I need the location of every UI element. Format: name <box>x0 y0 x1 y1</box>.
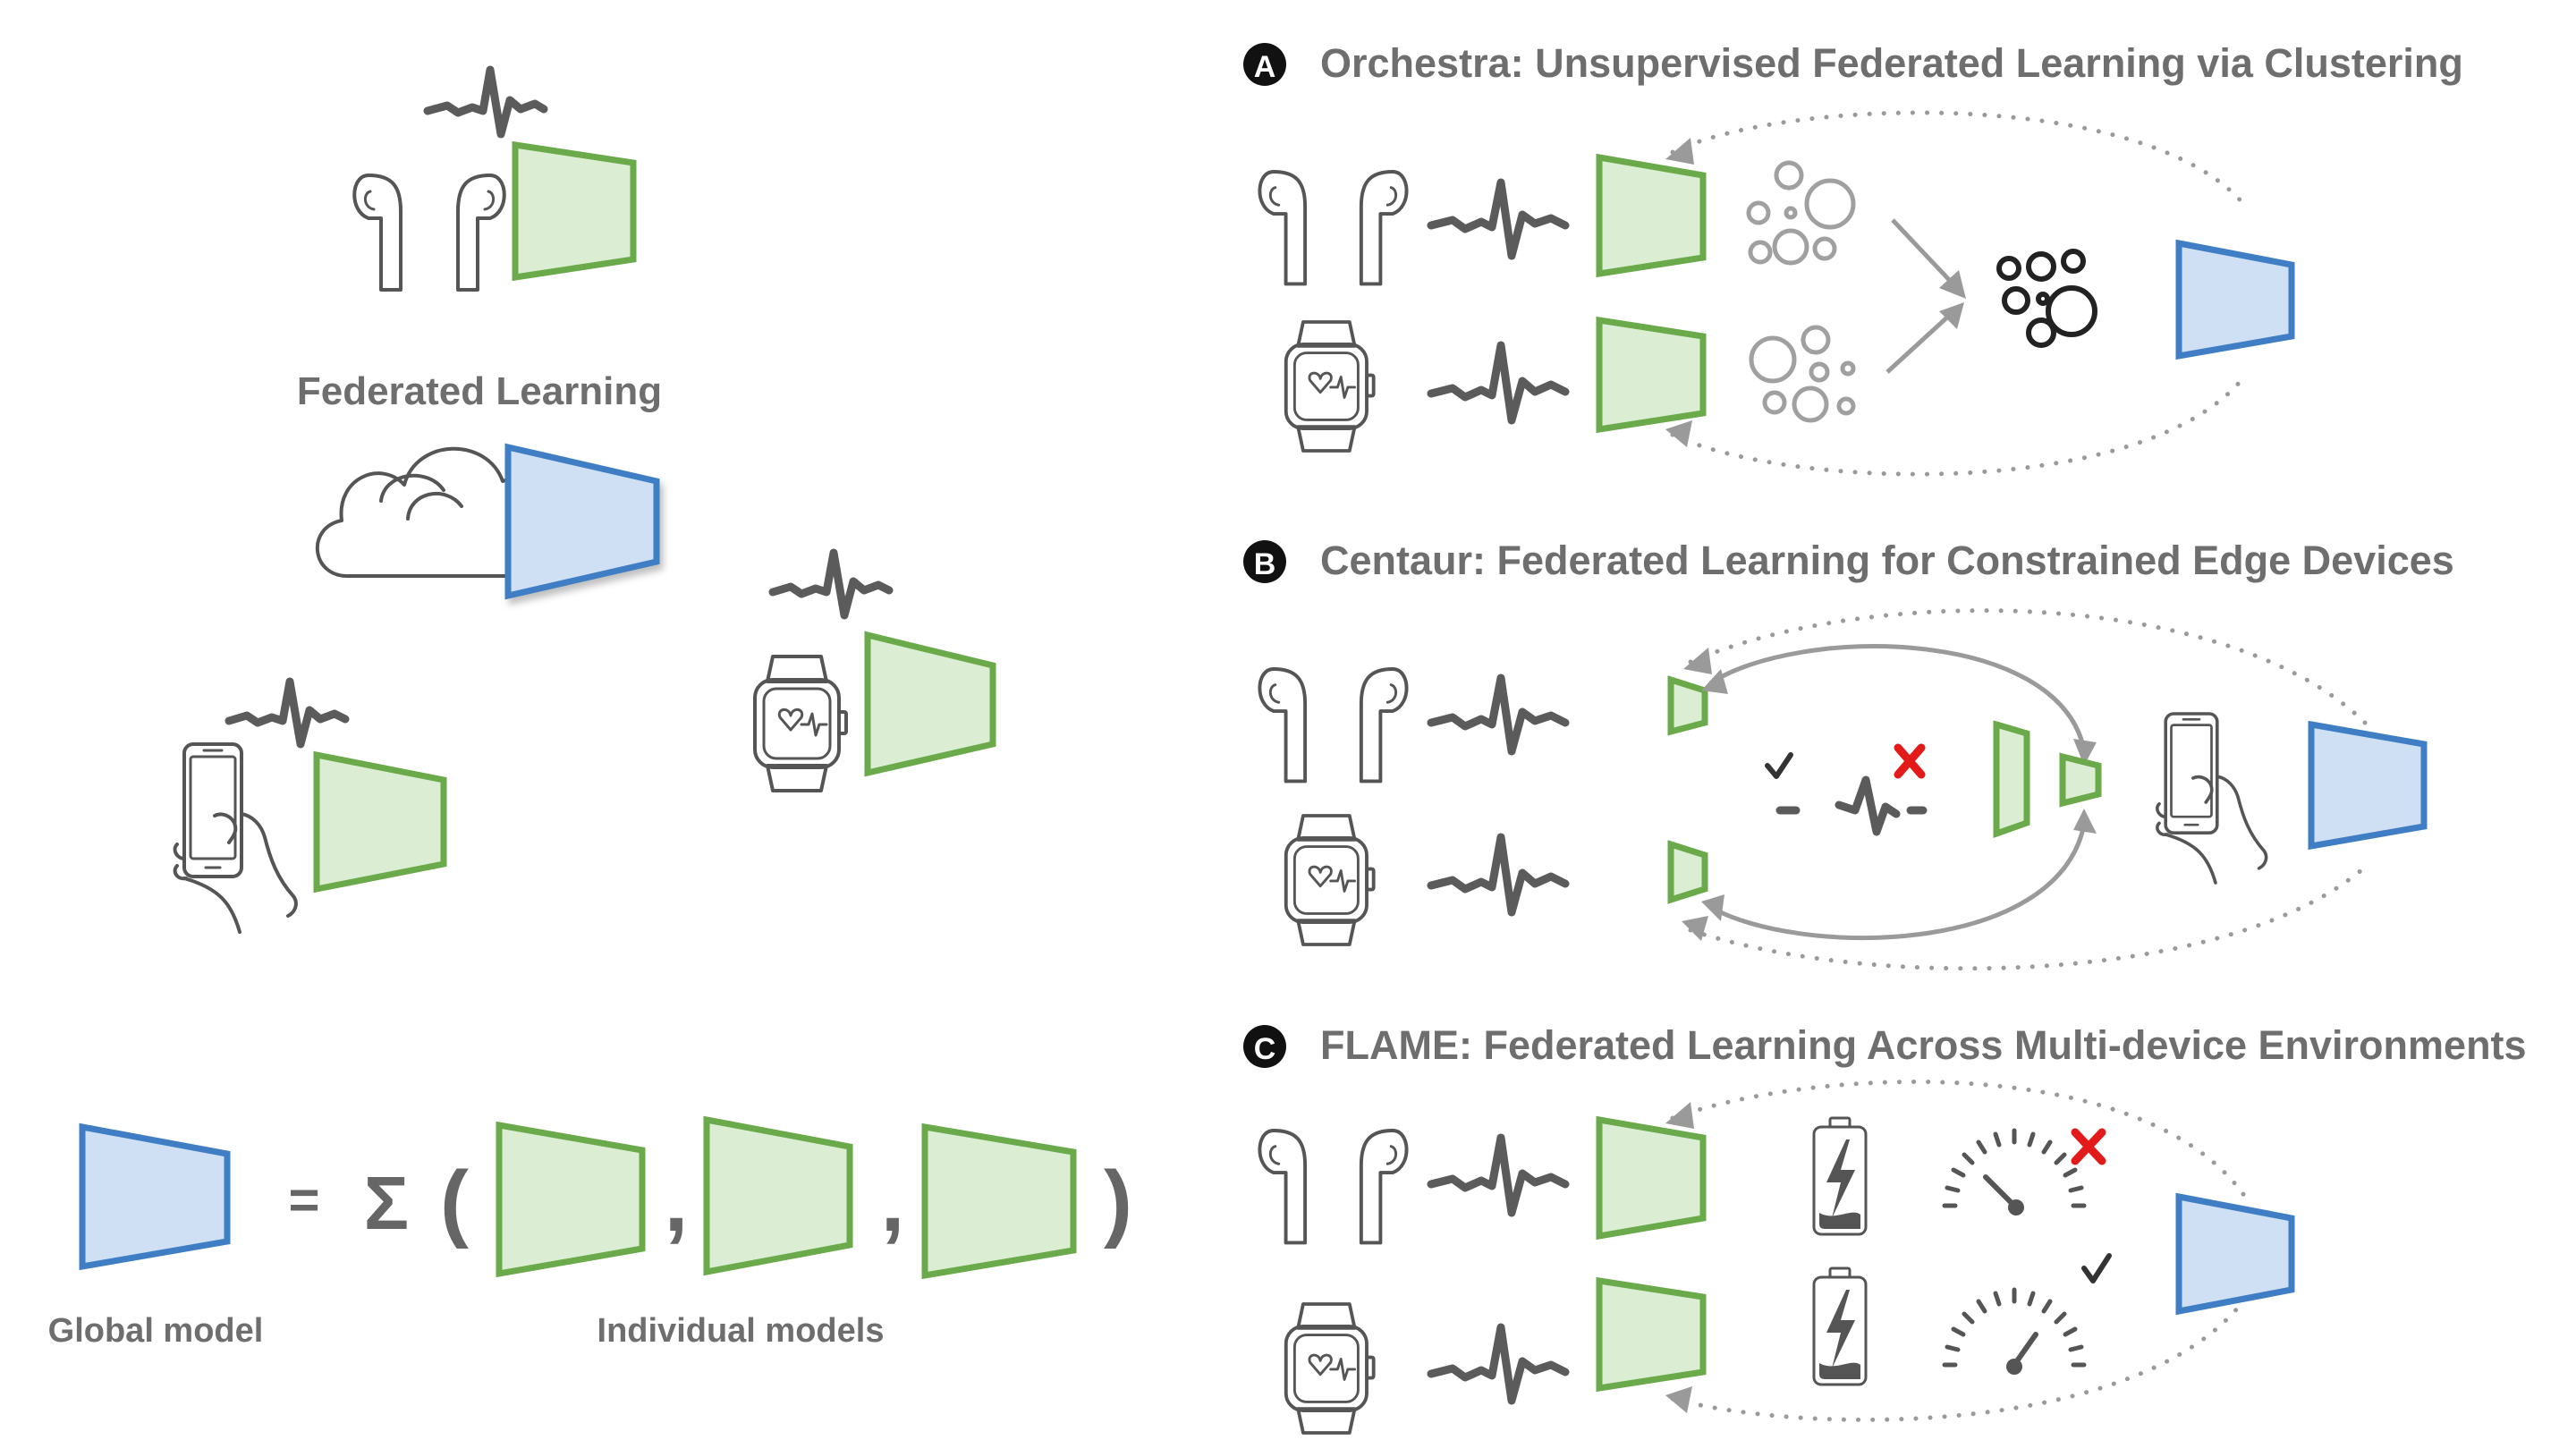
panel-b-title: Centaur: Federated Learning for Constrai… <box>1320 538 2454 583</box>
fl-overview: Federated Learning <box>173 65 996 934</box>
client-model-earbuds <box>512 140 637 282</box>
client-model-watch <box>1596 316 1707 434</box>
sigma-symbol: Σ <box>364 1161 409 1245</box>
client-model-phone <box>313 750 447 894</box>
cluster-circles-icon <box>1749 325 1856 423</box>
gauge-hub <box>2008 1199 2024 1216</box>
arrowhead <box>1939 270 1966 299</box>
earbuds-icon <box>352 174 506 292</box>
arrowhead <box>1701 894 1724 921</box>
arrowhead <box>1682 916 1708 941</box>
global-model-icon <box>79 1122 231 1271</box>
individual-model-3 <box>921 1122 1077 1280</box>
phone-in-hand-icon <box>2156 712 2268 885</box>
badge-c-text: C <box>1254 1032 1276 1066</box>
edge-model-encoder <box>1993 720 2030 838</box>
panel-a-title: Orchestra: Unsupervised Federated Learni… <box>1320 40 2463 86</box>
gauge-needle <box>1983 1174 2017 1208</box>
arrowhead <box>1683 648 1712 674</box>
arrowhead <box>1665 420 1692 447</box>
arrowhead <box>2073 809 2097 834</box>
smartwatch-icon <box>1284 814 1376 946</box>
comma-2: , <box>881 1154 905 1249</box>
gauge-hub <box>2006 1359 2022 1375</box>
cluster-circles-icon <box>1746 160 1856 266</box>
badge-c <box>1243 1025 1286 1068</box>
arrowhead <box>2073 739 2097 766</box>
global-clusters-icon <box>1996 249 2097 348</box>
ecg-signal-icon <box>1427 833 1570 917</box>
badge-b-text: B <box>1254 547 1276 581</box>
merge-arrow-top <box>1891 218 1955 286</box>
arrowhead <box>1665 1386 1692 1413</box>
panel-c: C FLAME: Federated Learning Across Multi… <box>1243 1022 2527 1435</box>
badge-a <box>1243 43 1286 86</box>
dotted-return-path-bottom <box>1670 373 2248 477</box>
check-icon <box>1765 752 1793 779</box>
ecg-signal-icon <box>1427 341 1570 425</box>
smartwatch-icon <box>753 655 848 792</box>
panel-b: B Centaur: Federated Learning for Constr… <box>1243 538 2454 971</box>
ecg-signal-icon <box>1427 673 1570 756</box>
global-model-server <box>504 443 660 600</box>
offload-path-top <box>1708 644 2087 750</box>
client-model-watch <box>864 631 996 777</box>
ecg-signal-icon <box>1427 1133 1570 1217</box>
arrowhead <box>1939 302 1964 329</box>
offload-path-bottom <box>1708 824 2087 941</box>
battery-charging-icon <box>1812 1266 1868 1386</box>
comma-1: , <box>665 1154 689 1249</box>
client-model-watch-small <box>1667 840 1708 904</box>
merge-arrow-bottom <box>1885 313 1952 374</box>
open-paren: ( <box>440 1154 469 1249</box>
arrowhead <box>1701 669 1728 694</box>
arrowhead <box>1665 138 1694 165</box>
ecg-signal-icon <box>423 65 548 139</box>
earbuds-icon <box>1258 170 1409 286</box>
equals-sign: = <box>288 1170 319 1230</box>
global-model-server <box>2175 239 2295 360</box>
client-model-earbuds <box>1596 153 1707 278</box>
earbuds-icon <box>1258 1129 1409 1245</box>
individual-model-1 <box>496 1121 646 1278</box>
individual-models-label: Individual models <box>597 1312 885 1350</box>
ecg-signal-icon <box>225 677 350 749</box>
battery-charging-icon <box>1812 1116 1868 1236</box>
smartwatch-icon <box>1284 1302 1376 1435</box>
badge-b <box>1243 540 1286 583</box>
dotted-return-path-top <box>1670 110 2248 208</box>
dotted-return-path-top <box>1670 1080 2248 1199</box>
aggregation-equation: Global model = Σ ( , , ) Individual mode… <box>48 1115 1132 1350</box>
client-model-earbuds-small <box>1667 675 1708 736</box>
speedometer-icon <box>1945 1131 2084 1206</box>
panel-c-title: FLAME: Federated Learning Across Multi-d… <box>1320 1022 2527 1068</box>
dotted-return-path-bottom <box>1670 1296 2248 1422</box>
close-paren: ) <box>1104 1154 1132 1249</box>
cross-icon <box>2071 1128 2106 1165</box>
speedometer-icon <box>1945 1290 2084 1365</box>
client-model-watch <box>1596 1276 1707 1393</box>
global-model-label: Global model <box>48 1312 264 1350</box>
ecg-signal-icon <box>768 548 894 620</box>
federated-learning-title: Federated Learning <box>297 369 662 413</box>
individual-model-2 <box>703 1115 853 1276</box>
ecg-signal-icon <box>1835 775 1901 836</box>
panel-a: A Orchestra: Unsupervised Federated Lear… <box>1243 40 2463 477</box>
earbuds-icon <box>1258 667 1409 784</box>
check-icon <box>2081 1253 2112 1283</box>
cross-icon <box>1894 743 1926 779</box>
global-model-server <box>2308 720 2428 851</box>
arrowhead <box>1665 1102 1694 1129</box>
client-model-earbuds <box>1596 1115 1707 1241</box>
phone-in-hand-icon <box>173 742 298 934</box>
ecg-signal-icon <box>1427 1323 1570 1405</box>
dotted-return-path-bottom <box>1688 861 2371 971</box>
badge-a-text: A <box>1254 50 1276 84</box>
dotted-return-path-top <box>1688 608 2371 729</box>
ecg-signal-icon <box>1427 178 1570 260</box>
smartwatch-icon <box>1284 320 1376 453</box>
edge-model-classifier <box>2059 752 2102 808</box>
global-model-server <box>2175 1192 2295 1316</box>
